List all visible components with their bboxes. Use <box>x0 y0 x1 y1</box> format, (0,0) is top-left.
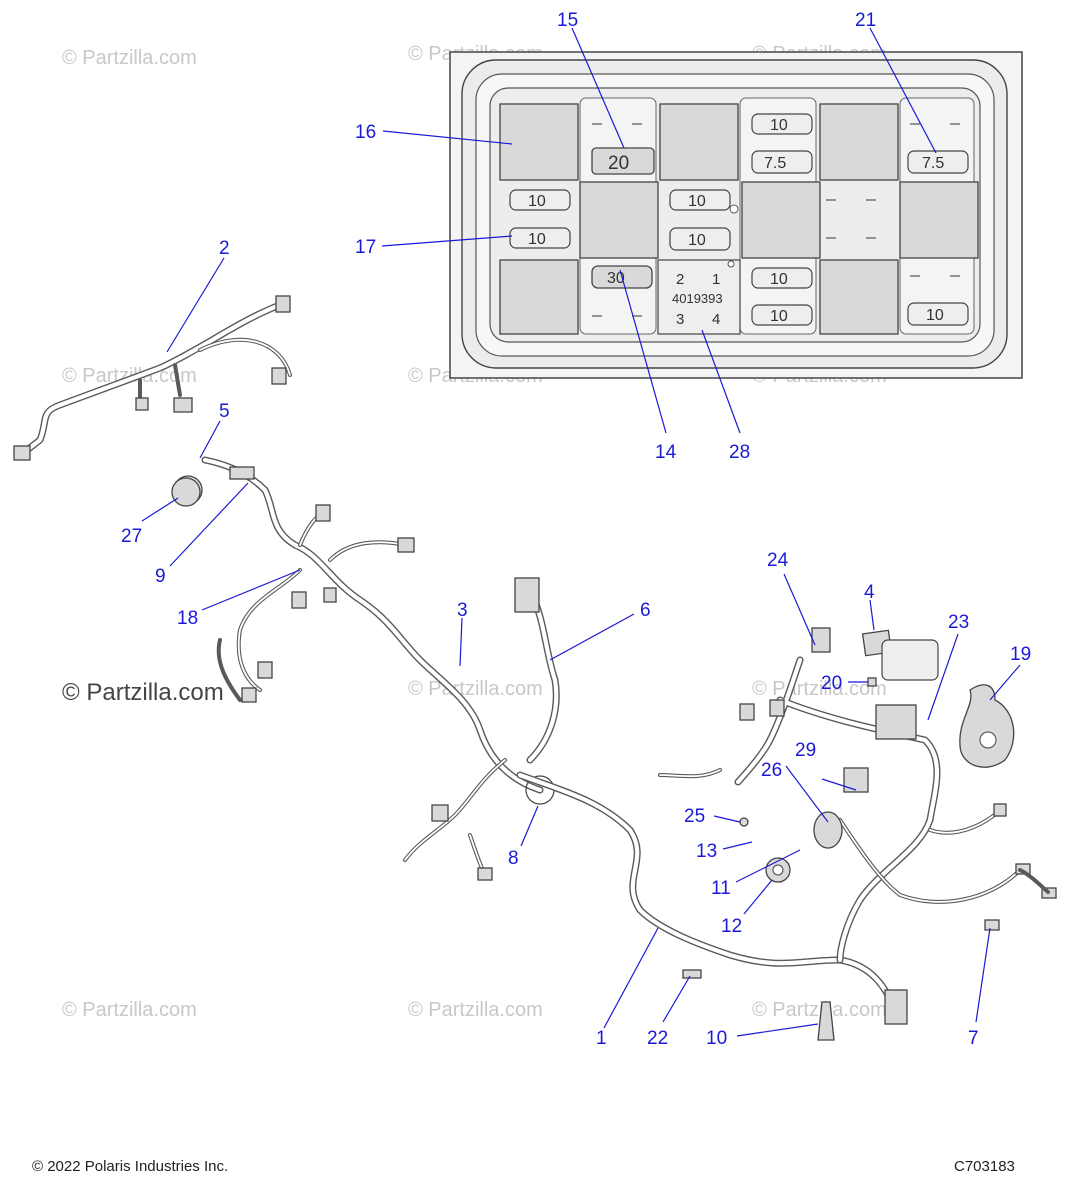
part-10 <box>817 1001 835 1041</box>
part-7 <box>984 919 1000 931</box>
callout-3: 3 <box>457 600 468 621</box>
part-26 <box>813 811 843 849</box>
svg-text:10: 10 <box>528 193 546 210</box>
relay <box>741 181 821 259</box>
main-harness-1 <box>516 771 908 1025</box>
callout-28: 28 <box>729 442 750 463</box>
fuse <box>751 304 813 326</box>
callout-26: 26 <box>761 760 782 781</box>
callout-21: 21 <box>855 10 876 31</box>
fuse <box>509 189 571 211</box>
watermark: © Partzilla.com <box>62 999 197 1021</box>
svg-text:30: 30 <box>607 270 625 287</box>
watermark-large: © Partzilla.com <box>62 679 224 706</box>
part-23-module <box>881 639 939 681</box>
watermark: © Partzilla.com <box>752 999 887 1021</box>
fuses: 20 10 7.5 7.5 10 10 10 10 30 10 10 10 <box>509 113 969 326</box>
fuse-15 <box>591 147 655 175</box>
fuse <box>751 267 813 289</box>
relay <box>659 103 739 181</box>
callout-17: 17 <box>355 237 376 258</box>
relay <box>819 259 899 335</box>
callout-11: 11 <box>711 878 731 899</box>
svg-text:10: 10 <box>688 232 706 249</box>
svg-text:20: 20 <box>608 153 629 174</box>
callout-leaders <box>141 27 1021 1037</box>
relay-part-number: 4019393 <box>672 291 723 306</box>
svg-text:10: 10 <box>770 308 788 325</box>
callout-6: 6 <box>640 600 651 621</box>
callout-27: 27 <box>121 526 142 547</box>
fuse-21 <box>907 150 969 174</box>
copyright-notice: © 2022 Polaris Industries Inc. <box>32 1158 229 1175</box>
callout-5: 5 <box>219 401 230 422</box>
relay-blocks <box>499 103 979 335</box>
relay-28 <box>657 259 741 335</box>
relay-pin-label: 2 <box>676 271 684 288</box>
main-harness-left <box>173 456 544 794</box>
fuse <box>669 189 731 211</box>
watermark: © Partzilla.com <box>408 999 543 1021</box>
watermark: © Partzilla.com <box>408 678 543 700</box>
callout-18: 18 <box>177 608 198 629</box>
callout-15: 15 <box>557 10 578 31</box>
callout-23: 23 <box>948 612 969 633</box>
sub-harness-2 <box>13 295 292 461</box>
fuse <box>751 150 813 174</box>
parts <box>171 477 1015 1041</box>
right-harness <box>658 627 1057 964</box>
callout-16: 16 <box>355 122 376 143</box>
svg-text:7.5: 7.5 <box>922 155 944 172</box>
svg-text:10: 10 <box>688 193 706 210</box>
relay-pin-label: 3 <box>676 311 684 328</box>
relay <box>499 259 579 335</box>
relay-16 <box>499 103 579 181</box>
relay <box>899 181 979 259</box>
fuse-box: 2 1 4019393 3 4 20 10 7.5 7.5 10 10 10 1… <box>449 51 1023 379</box>
callout-9: 9 <box>155 566 166 587</box>
harness-branch-6 <box>514 577 560 764</box>
svg-text:10: 10 <box>770 271 788 288</box>
watermark: © Partzilla.com <box>752 678 887 700</box>
part-22 <box>682 969 702 979</box>
callout-4: 4 <box>864 582 875 603</box>
part-20 <box>867 677 877 687</box>
part-19-horn <box>959 684 1015 768</box>
part-27 <box>171 477 201 507</box>
svg-text:10: 10 <box>770 117 788 134</box>
callout-14: 14 <box>655 442 677 463</box>
callout-22: 22 <box>647 1028 668 1049</box>
callout-numbers: 15 21 16 17 14 28 2 5 27 9 18 3 6 8 24 4… <box>121 10 1031 1049</box>
fuse <box>669 227 731 251</box>
callout-10: 10 <box>706 1028 727 1049</box>
svg-text:10: 10 <box>528 231 546 248</box>
harness-branch-lower-left <box>403 758 555 881</box>
fuse <box>907 302 969 326</box>
svg-text:7.5: 7.5 <box>764 155 786 172</box>
watermark: © Partzilla.com <box>62 47 197 69</box>
svg-text:10: 10 <box>926 307 944 324</box>
callout-1: 1 <box>596 1028 607 1049</box>
part-25 <box>739 817 749 827</box>
callout-19: 19 <box>1010 644 1031 665</box>
callout-24: 24 <box>767 550 789 571</box>
callout-2: 2 <box>219 238 230 259</box>
relay <box>819 103 899 181</box>
drawing-code: C703183 <box>954 1158 1015 1175</box>
relay <box>579 181 659 259</box>
callout-7: 7 <box>968 1028 979 1049</box>
relay-pin-label: 4 <box>712 311 720 328</box>
callout-8: 8 <box>508 848 519 869</box>
callout-20: 20 <box>821 673 842 694</box>
callout-13: 13 <box>696 841 717 862</box>
callout-25: 25 <box>684 806 705 827</box>
relay-pin-label: 1 <box>712 271 720 288</box>
callout-12: 12 <box>721 916 742 937</box>
callout-29: 29 <box>795 740 816 761</box>
fuse <box>751 113 813 135</box>
fuse-17 <box>509 227 571 249</box>
